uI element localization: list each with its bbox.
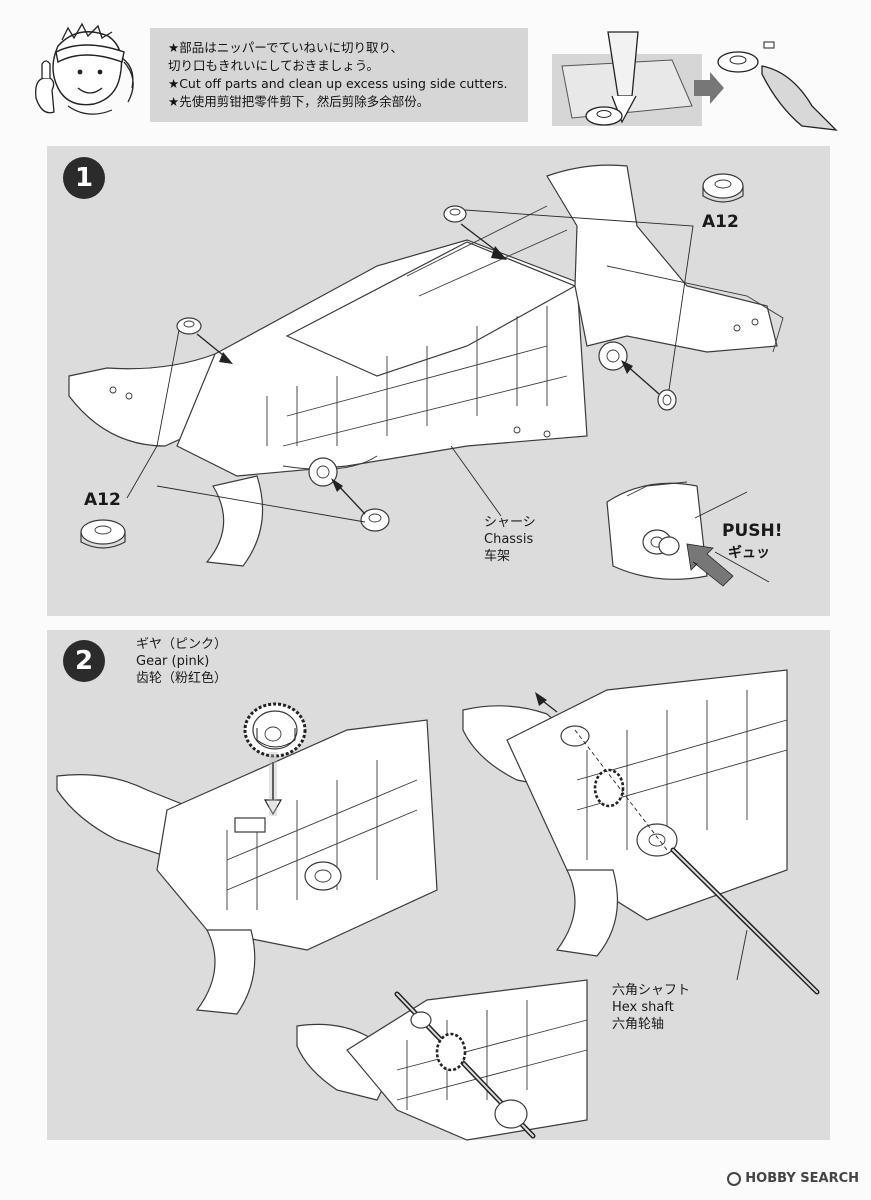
- gear-label-en: Gear (pink): [136, 654, 210, 669]
- note-line-jp-2: 切り口もきれいにしておきましょう。: [168, 58, 380, 73]
- bearing-bottom: [360, 508, 390, 532]
- chassis-label-en: Chassis: [484, 532, 534, 547]
- push-label-jp: ギュッ: [728, 545, 770, 561]
- watermark-text: HOBBY SEARCH: [745, 1171, 859, 1186]
- step-2-badge: 2: [63, 640, 105, 682]
- watermark-logo-icon: [727, 1171, 742, 1186]
- part-code-a12-bottom: A12: [84, 490, 121, 510]
- gear-shaft-assembly-diagram: [56, 669, 820, 1141]
- side-cutter-illustration: [552, 31, 838, 131]
- gear-label-cn: 齿轮（粉红色）: [136, 671, 228, 686]
- shaft-label-jp: 六角シャフト: [612, 983, 691, 998]
- bearing-top-left: [176, 317, 202, 335]
- note-line-en: ★Cut off parts and clean up excess using…: [168, 76, 508, 91]
- mascot-illustration: [35, 22, 134, 115]
- instruction-note-box: ★部品はニッパーでていねいに切り取り、 切り口もきれいにしておきましょう。 ★C…: [150, 28, 528, 122]
- chassis-assembly-diagram: [68, 164, 784, 587]
- shaft-label-en: Hex shaft: [612, 1000, 674, 1015]
- hex-shaft: [670, 847, 820, 995]
- push-label-en: PUSH!: [722, 521, 783, 541]
- part-code-a12-top: A12: [702, 212, 739, 232]
- chassis-label-cn: 车架: [484, 549, 511, 564]
- note-line-cn: ★先使用剪钳把零件剪下，然后剪除多余部份。: [168, 94, 430, 109]
- gear-label-jp: ギヤ（ピンク）: [136, 637, 228, 652]
- chassis-label-jp: シャーシ: [484, 515, 536, 530]
- pink-gear: [243, 702, 307, 758]
- shaft-label-cn: 六角轮轴: [612, 1017, 665, 1032]
- bearing-right: [657, 389, 677, 411]
- bearing-top-center: [443, 205, 467, 223]
- step-1-badge: 1: [63, 157, 105, 199]
- note-line-jp-1: ★部品はニッパーでていねいに切り取り、: [168, 40, 403, 55]
- hobby-search-watermark: HOBBY SEARCH: [727, 1171, 859, 1186]
